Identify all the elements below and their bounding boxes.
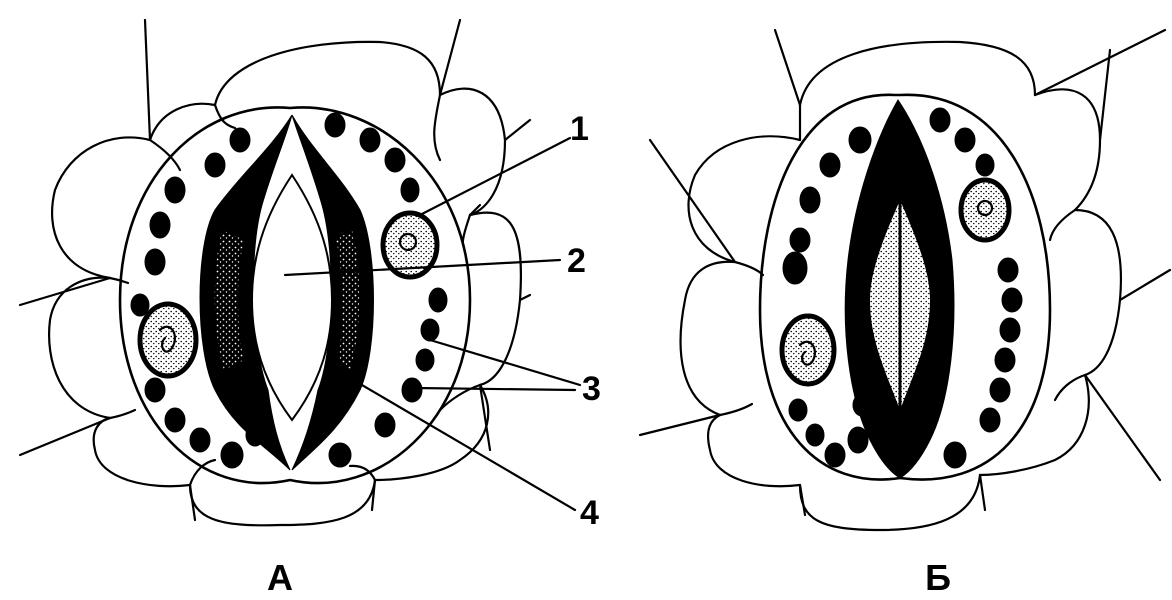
- nucleus-left: [782, 316, 834, 384]
- callout-3: 3: [582, 370, 601, 408]
- panel-a-open-stoma: 1 2 3 4 А: [20, 20, 601, 598]
- callout-4: 4: [580, 494, 599, 532]
- nucleus-right: [961, 180, 1009, 240]
- nucleus-left: [140, 304, 196, 376]
- callout-2: 2: [567, 242, 586, 280]
- panel-a-caption: А: [267, 557, 293, 598]
- panel-b-closed-stoma: Б: [640, 30, 1170, 598]
- callout-1: 1: [570, 110, 589, 148]
- panel-b-caption: Б: [925, 557, 951, 598]
